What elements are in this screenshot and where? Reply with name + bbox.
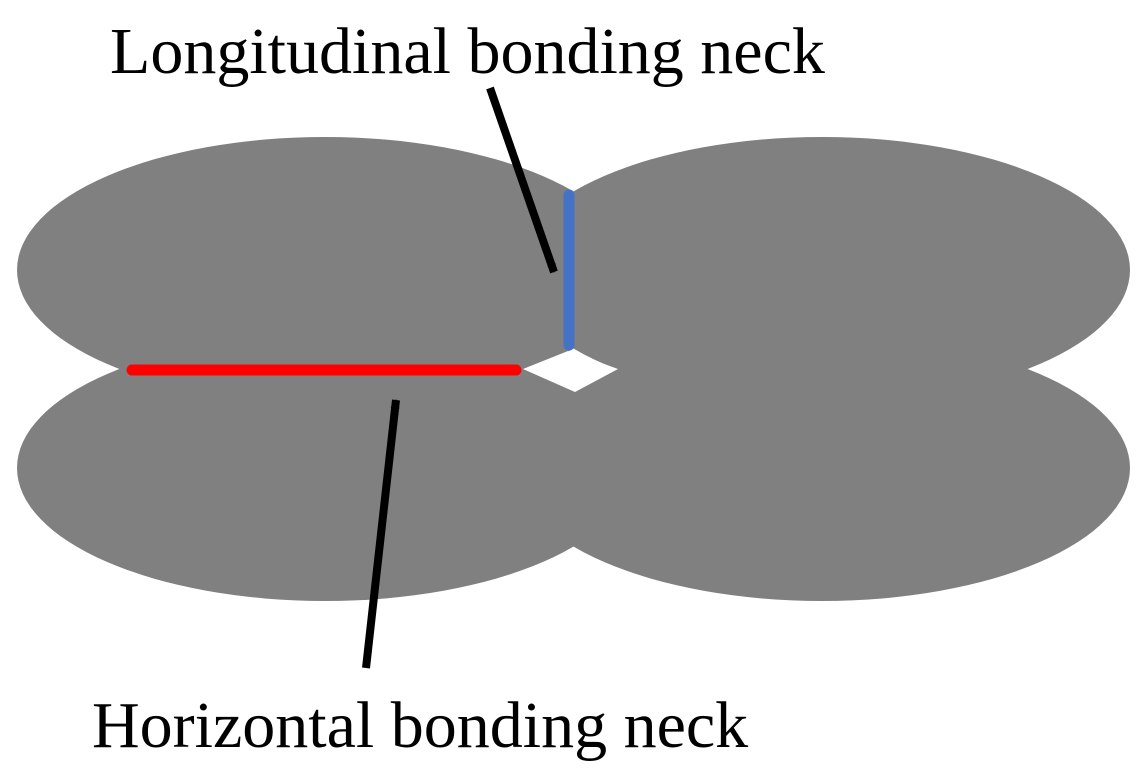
longitudinal-neck-label: Longitudinal bonding neck bbox=[110, 15, 825, 88]
particle-bottom-left bbox=[17, 335, 633, 601]
longitudinal-pointer-arrow bbox=[486, 86, 558, 274]
particle-top-right bbox=[514, 137, 1130, 403]
horizontal-pointer-arrow bbox=[362, 399, 400, 669]
particle-group bbox=[17, 137, 1130, 601]
horizontal-neck-label: Horizontal bonding neck bbox=[92, 689, 748, 762]
particle-top-left bbox=[17, 137, 633, 403]
particle-bottom-right bbox=[514, 335, 1130, 601]
central-pore bbox=[523, 351, 618, 392]
